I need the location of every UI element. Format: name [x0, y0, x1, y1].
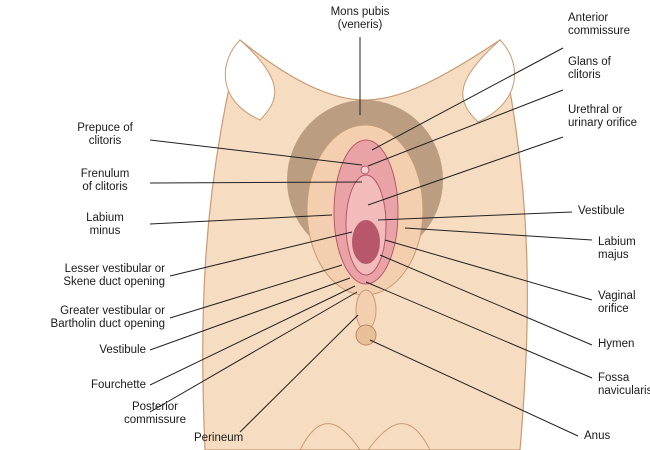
- label-hymen: Hymen: [598, 338, 634, 351]
- label-line: Perineum: [194, 432, 244, 444]
- label-line: Fossa: [598, 372, 630, 384]
- label-line: Mons pubis: [330, 6, 390, 18]
- label-line: Vaginal: [598, 290, 636, 302]
- label-line: of clitoris: [82, 181, 128, 193]
- label-line: Greater vestibular or: [60, 305, 165, 317]
- label-line: Lesser vestibular or: [64, 263, 165, 275]
- label-line: Prepuce of: [77, 122, 133, 134]
- label-line: (veneris): [337, 19, 383, 31]
- label-line: commissure: [568, 25, 630, 37]
- label-fourchette: Fourchette: [0, 379, 146, 392]
- label-line: Posterior: [131, 401, 179, 413]
- label-vestibule-left: Vestibule: [0, 344, 146, 357]
- label-line: Urethral or: [568, 104, 623, 116]
- body-illustration: [202, 38, 528, 450]
- label-line: navicularis: [598, 385, 650, 397]
- label-line: Glans of: [568, 56, 611, 68]
- vaginal-opening: [352, 220, 380, 264]
- label-line: Frenulum: [80, 168, 130, 180]
- label-line: orifice: [598, 303, 629, 315]
- label-line: Labium: [598, 236, 636, 248]
- label-line: clitoris: [88, 135, 122, 147]
- label-line: clitoris: [568, 69, 601, 81]
- label-line: minus: [89, 225, 121, 237]
- label-line: Anus: [584, 430, 611, 442]
- label-line: Fourchette: [91, 379, 146, 391]
- label-line: Skene duct opening: [63, 276, 165, 288]
- label-perineum: Perineum: [194, 432, 243, 445]
- label-line: urinary orifice: [568, 117, 638, 129]
- label-line: Vestibule: [578, 205, 625, 217]
- label-line: Labium: [86, 212, 124, 224]
- label-vestibule-right: Vestibule: [578, 205, 625, 218]
- label-line: commissure: [124, 414, 186, 426]
- label-line: Bartholin duct opening: [50, 318, 165, 330]
- label-line: Vestibule: [99, 344, 146, 356]
- label-line: Anterior: [568, 12, 609, 24]
- label-anus: Anus: [584, 430, 610, 443]
- anus-illus: [355, 324, 377, 346]
- clitoris: [360, 165, 370, 175]
- leader-lines: [149, 37, 593, 437]
- label-mons-pubis: Mons pubis(veneris): [320, 6, 400, 32]
- label-line: Hymen: [598, 338, 635, 350]
- label-line: majus: [598, 249, 629, 261]
